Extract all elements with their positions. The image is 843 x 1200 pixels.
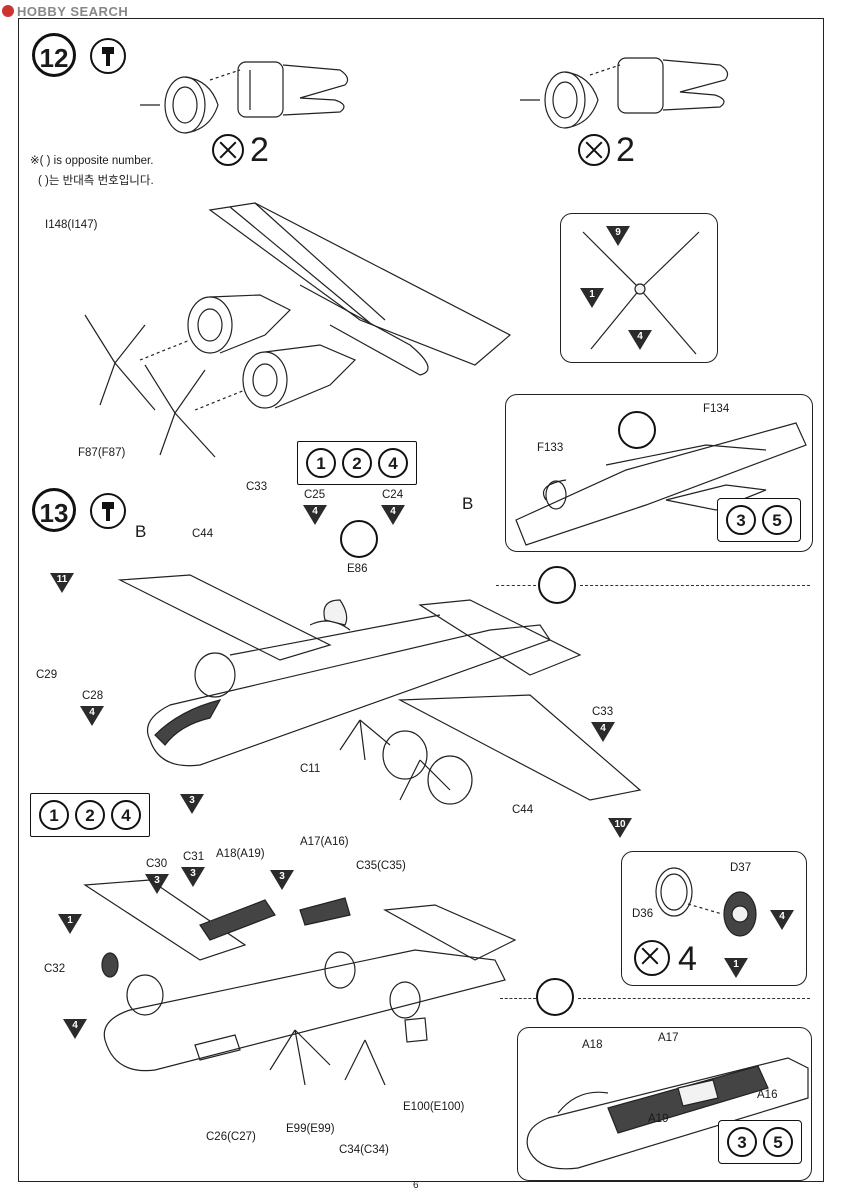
label-e86: E86 xyxy=(347,563,368,575)
step-number-13: 13 xyxy=(32,488,76,532)
label-f133: F133 xyxy=(537,442,564,454)
label-c25: C25 xyxy=(304,489,326,501)
label-d36: D36 xyxy=(632,908,654,920)
color-number: 5 xyxy=(763,1127,793,1157)
triangle-marker: 3 xyxy=(181,867,205,887)
label-a17: A17 xyxy=(658,1032,679,1044)
repeat-count-icon xyxy=(634,940,670,976)
triangle-marker: 4 xyxy=(381,505,405,525)
page-frame xyxy=(18,18,824,1182)
cement-icon xyxy=(90,493,126,529)
quantity-wheel: 4 xyxy=(678,940,697,978)
label-c32: C32 xyxy=(44,963,66,975)
view-direction-icon xyxy=(340,520,378,558)
label-c29: C29 xyxy=(36,669,58,681)
color-number: 4 xyxy=(378,448,408,478)
triangle-marker: 4 xyxy=(63,1019,87,1039)
engine-assembly-right xyxy=(520,57,729,129)
view-direction-icon xyxy=(538,566,576,604)
triangle-marker: 11 xyxy=(50,573,74,593)
label-c26: C26(C27) xyxy=(206,1131,256,1143)
quantity-top-left: 2 xyxy=(250,131,269,169)
aircraft-main-assembly xyxy=(117,574,642,805)
triangle-marker: 4 xyxy=(303,505,327,525)
color-number: 4 xyxy=(111,800,141,830)
triangle-marker: 3 xyxy=(270,870,294,890)
opposite-number-note: ※( ) is opposite number. xyxy=(30,155,154,167)
triangle-marker: 3 xyxy=(180,794,204,814)
repeat-count-icon xyxy=(578,134,610,166)
hobby-search-logo-icon xyxy=(2,5,14,17)
label-a18: A18 xyxy=(582,1039,603,1051)
color-number: 1 xyxy=(39,800,69,830)
aircraft-lower-assembly xyxy=(83,879,517,1086)
divider-dashed xyxy=(496,585,536,586)
label-a16: A16 xyxy=(757,1089,778,1101)
watermark: HOBBY SEARCH xyxy=(2,4,128,19)
triangle-marker: 4 xyxy=(80,706,104,726)
triangle-marker: 9 xyxy=(606,226,630,246)
triangle-marker: 1 xyxy=(580,288,604,308)
label-c33-top: C33 xyxy=(246,481,268,493)
triangle-marker: 1 xyxy=(58,914,82,934)
step-number-12: 12 xyxy=(32,33,76,77)
label-f134: F134 xyxy=(703,403,730,415)
page-number: 6 xyxy=(413,1180,419,1191)
triangle-marker: 10 xyxy=(608,818,632,838)
label-e99: E99(E99) xyxy=(286,1123,335,1135)
triangle-marker: 4 xyxy=(628,330,652,350)
label-c33-right: C33 xyxy=(592,706,614,718)
divider-dashed xyxy=(500,998,536,999)
label-d37: D37 xyxy=(730,862,752,874)
color-number: 1 xyxy=(306,448,336,478)
label-c44-bottom: C44 xyxy=(512,804,534,816)
color-number: 3 xyxy=(727,1127,757,1157)
label-a19: A19 xyxy=(648,1113,669,1125)
view-direction-icon xyxy=(536,978,574,1016)
wing-drawing xyxy=(84,202,512,458)
label-c34: C34(C34) xyxy=(339,1144,389,1156)
label-c11: C11 xyxy=(300,763,321,775)
label-c35: C35(C35) xyxy=(356,860,406,872)
triangle-marker: 1 xyxy=(724,958,748,978)
label-a17a16: A17(A16) xyxy=(300,836,349,848)
label-f87: F87(F87) xyxy=(78,447,126,459)
label-c24: C24 xyxy=(382,489,404,501)
label-b-left: B xyxy=(135,522,147,541)
label-c28: C28 xyxy=(82,690,104,702)
quantity-top-right: 2 xyxy=(616,131,635,169)
label-c30: C30 xyxy=(146,858,168,870)
divider-dashed xyxy=(578,998,810,999)
label-a18a19: A18(A19) xyxy=(216,848,265,860)
color-number: 2 xyxy=(75,800,105,830)
label-e100: E100(E100) xyxy=(403,1101,465,1113)
opposite-number-note-ko: ( )는 반대측 번호입니다. xyxy=(38,175,154,187)
color-number: 3 xyxy=(726,505,756,535)
engine-assembly-left xyxy=(140,61,349,134)
divider-dashed xyxy=(580,585,810,586)
repeat-count-icon xyxy=(212,134,244,166)
label-b-right: B xyxy=(462,494,474,513)
color-number: 2 xyxy=(342,448,372,478)
label-c31: C31 xyxy=(183,851,205,863)
label-i148: I148(I147) xyxy=(45,219,98,231)
color-number: 5 xyxy=(762,505,792,535)
view-direction-icon xyxy=(618,411,656,449)
triangle-marker: 4 xyxy=(591,722,615,742)
triangle-marker: 4 xyxy=(770,910,794,930)
cement-icon xyxy=(90,38,126,74)
label-c44-top: C44 xyxy=(192,528,214,540)
